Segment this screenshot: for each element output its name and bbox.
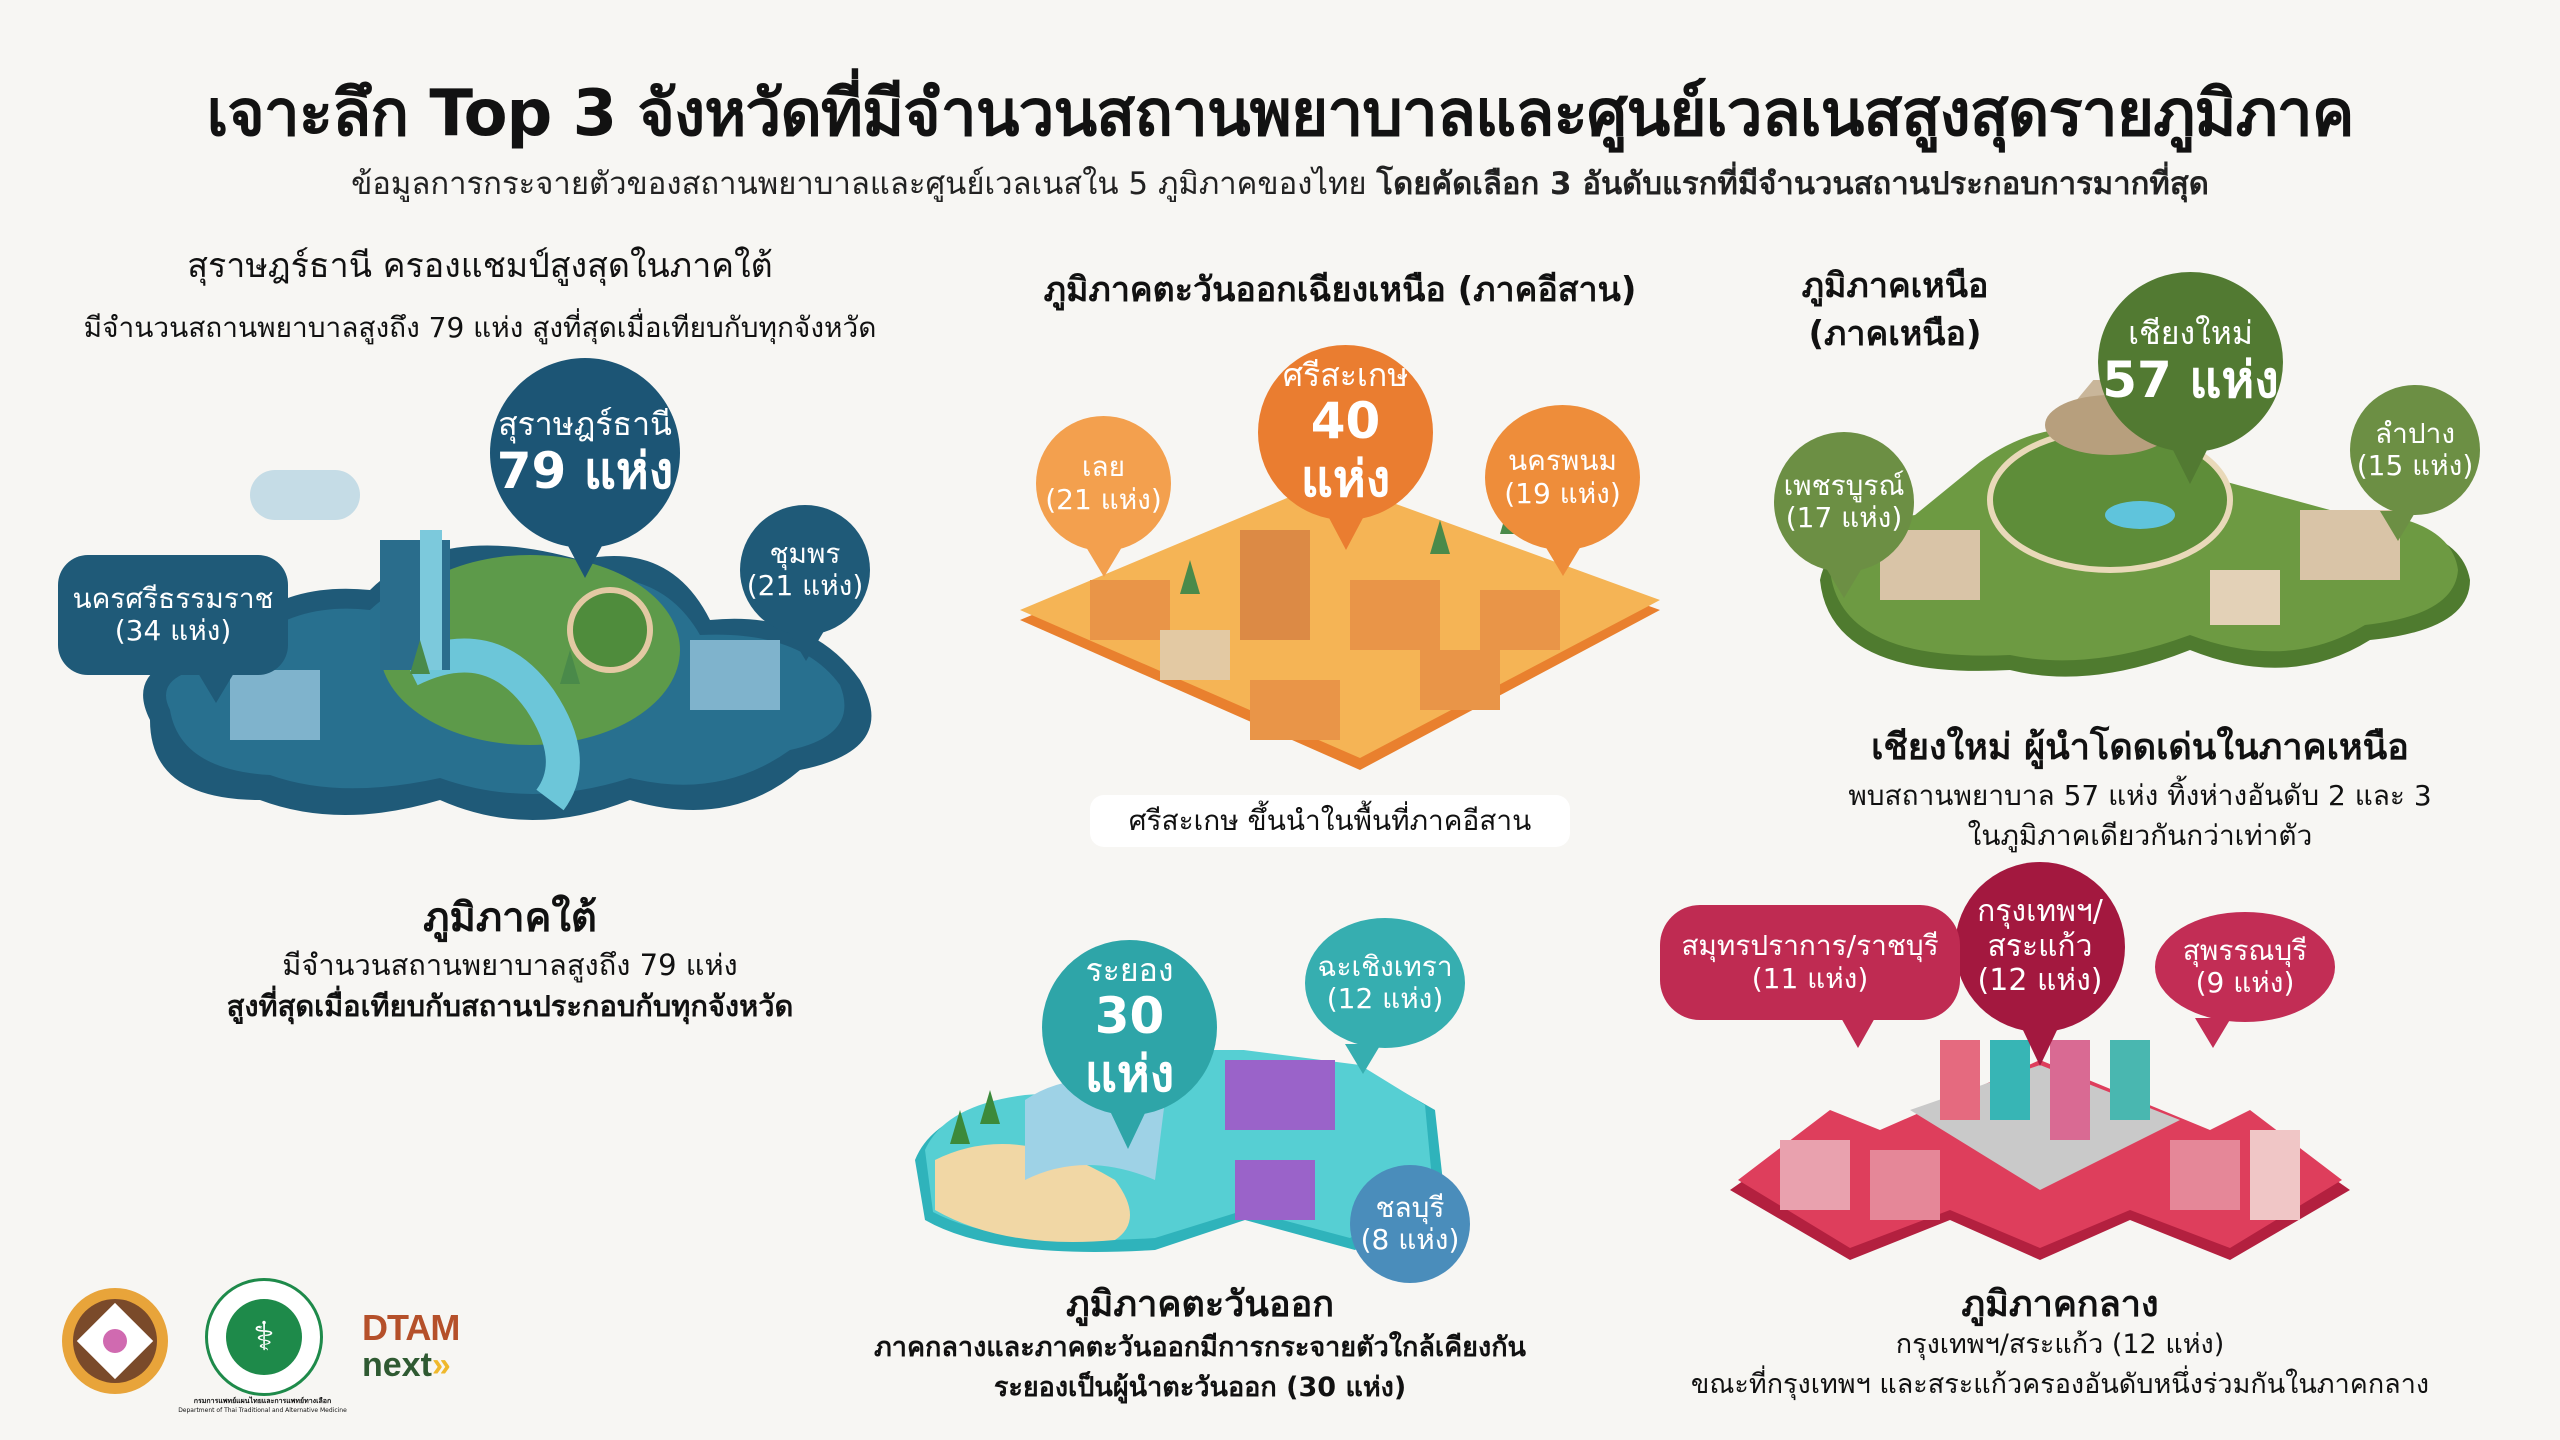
- south-desc-line1: มีจำนวนสถานพยาบาลสูงถึง 79 แห่ง: [282, 948, 738, 982]
- bubble-bangkok-sa-kaeo: กรุงเทพฯ/ สระแก้ว (12 แห่ง): [1955, 862, 2125, 1066]
- bubble-chumphon: ชุมพร (21 แห่ง): [740, 505, 870, 661]
- north-region-name-line2: (ภาคเหนือ): [1808, 314, 1982, 354]
- central-region-name: ภูมิภาคกลาง: [1961, 1284, 2159, 1325]
- bubble-loei: เลย (21 แห่ง): [1036, 416, 1171, 577]
- dtam-seal-logo: [62, 1288, 168, 1394]
- bubble-nakhon-si-thammarat: นครศรีธรรมราช (34 แห่ง): [58, 555, 288, 703]
- north-desc-line2: ในภูมิภาคเดียวกันกว่าเท่าตัว: [1967, 819, 2313, 852]
- bubble-nakhon-phanom: นครพนม (19 แห่ง): [1485, 405, 1640, 576]
- north-desc-line1: พบสถานพยาบาล 57 แห่ง ทิ้งห่างอันดับ 2 แล…: [1848, 779, 2432, 812]
- bubble-si-sa-ket: ศรีสะเกษ 40 แห่ง: [1258, 345, 1433, 550]
- south-headline: สุราษฎร์ธานี ครองแชมป์สูงสุดในภาคใต้: [187, 246, 773, 286]
- tree-icon: [1430, 520, 1450, 554]
- subtitle-normal: ข้อมูลการกระจายตัวของสถานพยาบาลและศูนย์เ…: [351, 166, 1377, 202]
- bubble-phetchabun: เพชรบูรณ์ (17 แห่ง): [1774, 432, 1914, 598]
- bubble-lampang: ลำปาง (15 แห่ง): [2350, 385, 2480, 541]
- subtitle-bold: โดยคัดเลือก 3 อันดับแรกที่มีจำนวนสถานประ…: [1376, 166, 2209, 202]
- bubble-samut-prakan-ratchaburi: สมุทรปราการ/ราชบุรี (11 แห่ง): [1660, 905, 1960, 1048]
- south-headline-detail: มีจำนวนสถานพยาบาลสูงถึง 79 แห่ง สูงที่สุ…: [83, 311, 877, 344]
- north-region-name-line1: ภูมิภาคเหนือ: [1801, 266, 1989, 306]
- dtam-next-logo: DTAM next»: [362, 1307, 460, 1385]
- tree-icon: [410, 640, 430, 674]
- moph-seal-logo: ⚕: [205, 1278, 323, 1396]
- bubble-chiang-mai: เชียงใหม่ 57 แห่ง: [2098, 272, 2283, 484]
- bubble-suphan-buri: สุพรรณบุรี (9 แห่ง): [2155, 912, 2335, 1048]
- page-subtitle: ข้อมูลการกระจายตัวของสถานพยาบาลและศูนย์เ…: [0, 158, 2560, 208]
- page-title: เจาะลึก Top 3 จังหวัดที่มีจำนวนสถานพยาบา…: [206, 77, 2354, 151]
- tree-icon: [1180, 560, 1200, 594]
- east-desc-line1: ภาคกลางและภาคตะวันออกมีการกระจายตัวใกล้เ…: [874, 1332, 1526, 1363]
- east-region-name: ภูมิภาคตะวันออก: [1065, 1284, 1335, 1325]
- bubble-chachoengsao: ฉะเชิงเทรา (12 แห่ง): [1305, 918, 1465, 1074]
- central-desc-line2: ขณะที่กรุงเทพฯ และสระแก้วครองอันดับหนึ่ง…: [1690, 1369, 2430, 1400]
- chevrons-icon: »: [431, 1346, 451, 1384]
- central-island-illustration: [1710, 1000, 2370, 1270]
- bubble-chon-buri: ชลบุรี (8 แห่ง): [1350, 1165, 1470, 1283]
- bubble-surat-thani: สุราษฎร์ธานี 79 แห่ง: [490, 358, 680, 578]
- east-desc-line2: ระยองเป็นผู้นำตะวันออก (30 แห่ง): [993, 1372, 1407, 1403]
- east-island-illustration: [905, 1045, 1525, 1260]
- moph-caption-th: กรมการแพทย์แผนไทยและการแพทย์ทางเลือก: [193, 1397, 332, 1405]
- tree-icon: [560, 650, 580, 684]
- north-headline: เชียงใหม่ ผู้นำโดดเด่นในภาคเหนือ: [1871, 727, 2409, 768]
- northeast-region-name: ภูมิภาคตะวันออกเฉียงเหนือ (ภาคอีสาน): [1043, 270, 1637, 310]
- northeast-caption: ศรีสะเกษ ขึ้นนำในพื้นที่ภาคอีสาน: [1090, 795, 1570, 847]
- caduceus-icon: ⚕: [226, 1299, 302, 1375]
- south-desc-line2: สูงที่สุดเมื่อเทียบกับสถานประกอบกับทุกจั…: [226, 989, 794, 1023]
- moph-caption-en: Department of Thai Traditional and Alter…: [178, 1407, 347, 1414]
- palm-tree-icon: [950, 1110, 970, 1144]
- palm-tree-icon: [980, 1090, 1000, 1124]
- bubble-rayong: ระยอง 30 แห่ง: [1042, 940, 1217, 1149]
- central-desc-line1: กรุงเทพฯ/สระแก้ว (12 แห่ง): [1895, 1329, 2225, 1360]
- cloud-icon: [250, 470, 360, 520]
- north-island-illustration: [1810, 360, 2490, 700]
- south-region-name: ภูมิภาคใต้: [423, 895, 597, 941]
